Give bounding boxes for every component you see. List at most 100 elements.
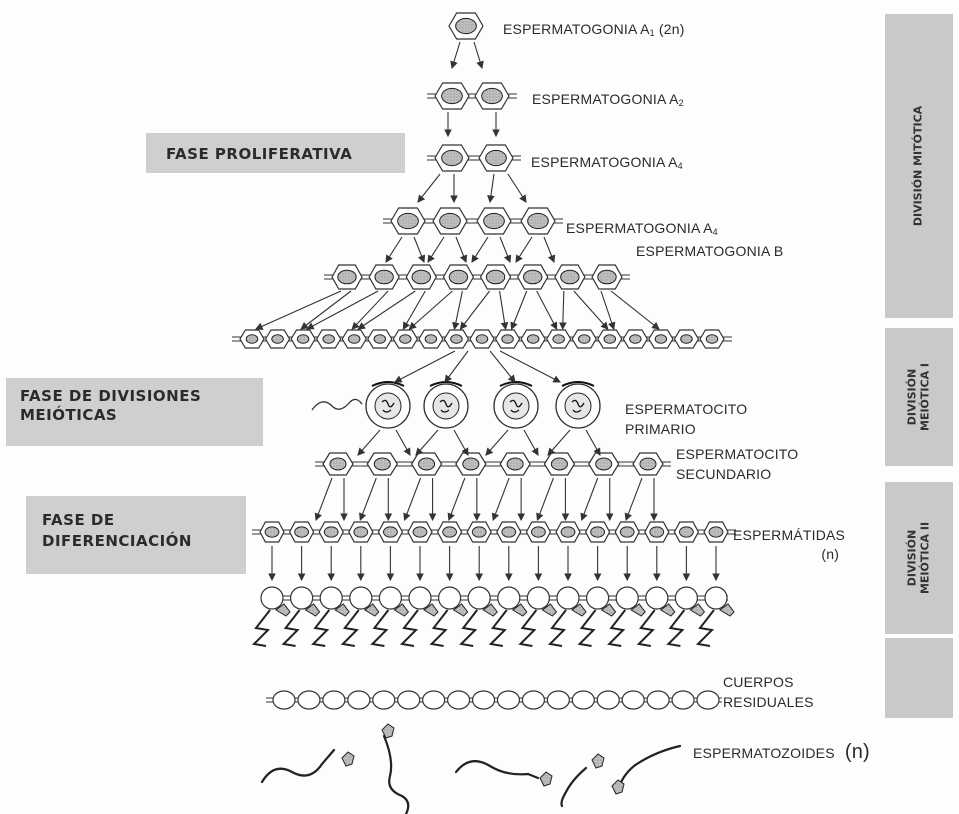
residual-body: [621, 690, 645, 710]
cell-nucleus: [411, 269, 431, 285]
cell-nucleus: [245, 334, 259, 344]
spermatid-head: [659, 603, 676, 617]
spermatid-tail: [607, 609, 626, 647]
arrow: [408, 290, 453, 330]
arrow: [487, 173, 495, 204]
cell-nucleus: [271, 334, 284, 344]
spermatozoon: [560, 753, 605, 808]
label-spermatogonia-a2: ESPERMATOGONIA A2: [532, 91, 684, 108]
cell-primary-spermatocyte: [423, 381, 469, 429]
cell-differentiating-spermatid: [370, 586, 410, 647]
cell-nucleus: [506, 457, 524, 471]
residual-body: [471, 690, 496, 710]
row-pre-meiotic-cell: [673, 329, 700, 349]
arrow: [452, 290, 463, 331]
chromosomes: [381, 399, 395, 413]
residual-body: [347, 690, 371, 710]
cell-nucleus: [649, 526, 665, 538]
row-pre-meiotic-cell: [392, 329, 419, 349]
arrow: [499, 236, 512, 264]
cell-differentiating-spermatid: [311, 586, 350, 647]
arrow: [536, 477, 554, 522]
residual-body: [422, 690, 446, 710]
spermatid-head: [275, 603, 291, 617]
arrow: [536, 290, 558, 330]
cell-nucleus: [485, 269, 506, 285]
spermatid-tail: [311, 609, 330, 647]
cell-nucleus: [619, 526, 635, 538]
cell-nucleus: [373, 334, 387, 344]
cell-nucleus: [485, 149, 507, 167]
cell-nucleus: [397, 212, 419, 230]
arrow: [394, 350, 456, 383]
spermatid-body: [319, 586, 343, 610]
cell-nucleus: [399, 334, 412, 344]
spermatid-head: [571, 603, 587, 617]
cell-nucleus: [442, 526, 458, 538]
arrow: [415, 429, 439, 456]
spermatid-body: [438, 586, 462, 610]
spermatid-body: [497, 586, 521, 610]
row-secondary-spermatocyte-cell: [543, 452, 576, 476]
cell-nucleus: [501, 334, 514, 344]
spermatozoon-tail: [616, 744, 682, 792]
cell-nucleus: [475, 334, 489, 344]
cell-nucleus: [577, 334, 591, 344]
label-secondary-spermatocyte: ESPERMATOCITO SECUNDARIO: [676, 446, 799, 483]
spermatid-tail: [695, 609, 715, 647]
primary-nucleus: [564, 392, 592, 420]
arrow: [357, 290, 416, 330]
arrow: [314, 477, 333, 522]
residual-body: [297, 690, 321, 710]
arrow: [459, 290, 491, 330]
row-spermatids-cell: [555, 521, 581, 543]
row-a4-second-cell: [390, 207, 426, 235]
arrows-group: [254, 41, 720, 582]
spermatid-body: [408, 586, 432, 610]
residual-body: [646, 690, 670, 710]
residual-body: [596, 690, 620, 710]
arrow: [547, 429, 571, 456]
cell-nucleus: [590, 526, 605, 538]
row-spermatids-cell: [703, 521, 729, 543]
wavy-tail: [311, 398, 363, 411]
cell-nucleus: [322, 334, 335, 344]
phase-differentiation-line1: FASE DE: [42, 511, 115, 529]
spermatid-tail: [577, 609, 597, 647]
row-secondary-spermatocyte-cell: [499, 452, 531, 476]
label-spermatogonia-a1: ESPERMATOGONIA A1 (2n): [503, 21, 685, 38]
side-bar-mitotic-label: DIVISIÓN MITÓTICA: [911, 105, 925, 227]
row-a4-second-cell: [520, 207, 556, 235]
row-pre-meiotic-cell: [367, 329, 393, 349]
arrow: [485, 429, 509, 456]
spermatid-head: [541, 603, 558, 617]
side-bar-meiotic-1-label: DIVISIÓN MEIÓTICA I: [905, 362, 931, 432]
residual-body: [696, 690, 720, 710]
phase-proliferative: FASE PROLIFERATIVA: [146, 133, 405, 173]
spermatid-tail: [251, 609, 271, 647]
cell-nucleus: [323, 526, 339, 538]
cell-differentiating-spermatid: [518, 586, 558, 647]
cell-nucleus: [531, 526, 546, 538]
row-spermatids-cell: [525, 521, 552, 543]
label-residual-bodies: CUERPOS RESIDUALES: [723, 674, 814, 711]
row-spermatids-cell: [644, 521, 670, 543]
cell-nucleus: [424, 334, 438, 344]
cell-nucleus: [296, 334, 310, 344]
row-b-cell: [479, 264, 512, 290]
cell-nucleus: [471, 526, 487, 538]
arrow: [417, 173, 441, 203]
cell-differentiating-spermatid: [636, 586, 676, 647]
primary-nucleus: [432, 392, 460, 420]
side-bar-bottom: [885, 638, 953, 718]
cell-nucleus: [347, 334, 361, 344]
row-a4-second-cell: [476, 207, 512, 235]
cell-nucleus: [560, 526, 576, 538]
cell-nucleus: [501, 526, 517, 538]
row-pre-meiotic-cell: [239, 329, 265, 349]
row-spermatids-cell: [407, 521, 433, 543]
residual-body: [372, 690, 396, 710]
primary-nucleus: [502, 392, 530, 420]
spermatid-body: [645, 586, 669, 610]
